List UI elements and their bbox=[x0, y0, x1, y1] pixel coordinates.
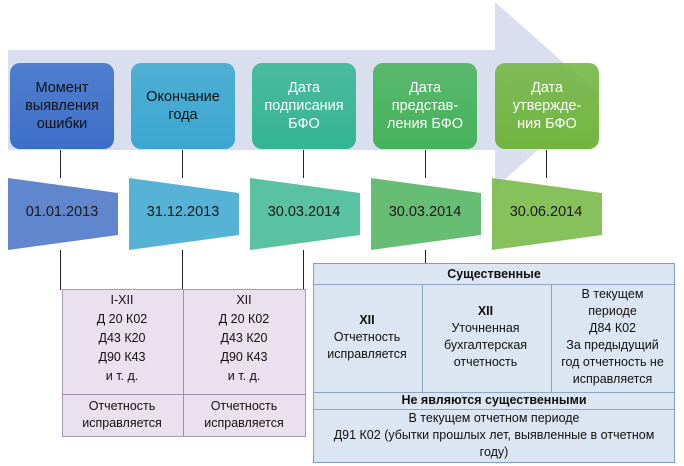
stage-label: Дата подписания БФО bbox=[264, 80, 344, 132]
right-table-col2-text: Уточненная бухгалтерская отчетность bbox=[443, 321, 528, 369]
left-table-col2-period: XII bbox=[236, 293, 252, 307]
stage-label: Дата представ- ления БФО bbox=[386, 80, 464, 132]
connector-line bbox=[182, 150, 183, 178]
right-table-col1-text: Отчетность исправляется bbox=[327, 330, 407, 361]
stage-label: Окончание года bbox=[146, 89, 220, 123]
date-label: 01.01.2013 bbox=[25, 204, 99, 220]
table-divider bbox=[314, 284, 674, 285]
left-table bbox=[62, 289, 306, 437]
stage-submission-date: Дата представ- ления БФО bbox=[373, 63, 477, 149]
connector-line bbox=[182, 250, 183, 290]
table-divider bbox=[183, 290, 184, 436]
right-table-footer: В текущем отчетном периоде Д91 К02 (убыт… bbox=[333, 411, 655, 459]
date-label: 30.03.2014 bbox=[267, 204, 341, 220]
date-label: 30.06.2014 bbox=[509, 204, 583, 220]
right-table-col3-text: В текущем периоде Д84 К02 За предыдущий … bbox=[561, 287, 664, 386]
table-divider bbox=[422, 284, 423, 392]
right-table-col1-period: XII bbox=[359, 313, 375, 327]
left-table-col1-footer: Отчетность исправляется bbox=[82, 399, 162, 430]
right-table-col2-period: XII bbox=[477, 304, 494, 318]
right-table-header: Существенные bbox=[447, 267, 541, 281]
left-table-col2-footer: Отчетность исправляется bbox=[204, 399, 284, 430]
stage-error-detected: Момент выявления ошибки bbox=[10, 63, 114, 149]
connector-line bbox=[425, 150, 426, 178]
right-table bbox=[313, 263, 675, 463]
table-divider bbox=[551, 284, 552, 392]
connector-line bbox=[425, 250, 426, 264]
table-divider bbox=[63, 394, 305, 395]
stage-signing-date: Дата подписания БФО bbox=[252, 63, 356, 149]
connector-line bbox=[303, 150, 304, 178]
date-shape bbox=[129, 178, 239, 250]
connector-line bbox=[60, 150, 61, 178]
date-shape bbox=[371, 178, 481, 250]
date-shape bbox=[250, 178, 360, 250]
date-shape bbox=[8, 178, 118, 250]
connector-line bbox=[546, 150, 547, 178]
stage-approval-date: Дата утвержде- ния БФО bbox=[495, 63, 599, 149]
date-label: 30.03.2014 bbox=[388, 204, 462, 220]
stage-label: Дата утвержде- ния БФО bbox=[512, 80, 582, 132]
stage-year-end: Окончание года bbox=[131, 63, 235, 149]
connector-line bbox=[303, 250, 304, 290]
right-table-subheader: Не являются существенными bbox=[401, 393, 587, 407]
left-table-col2-entries: Д 20 К02 Д43 К20 Д90 К43 и т. д. bbox=[218, 312, 270, 383]
left-table-col1-period: I-XII bbox=[110, 293, 134, 307]
stage-label: Момент выявления ошибки bbox=[25, 80, 99, 132]
date-label: 31.12.2013 bbox=[146, 204, 220, 220]
table-divider bbox=[314, 392, 674, 393]
table-divider bbox=[314, 409, 674, 410]
date-shape bbox=[492, 178, 602, 250]
left-table-col1-entries: Д 20 К02 Д43 К20 Д90 К43 и т. д. bbox=[96, 312, 148, 383]
connector-line bbox=[60, 250, 61, 290]
